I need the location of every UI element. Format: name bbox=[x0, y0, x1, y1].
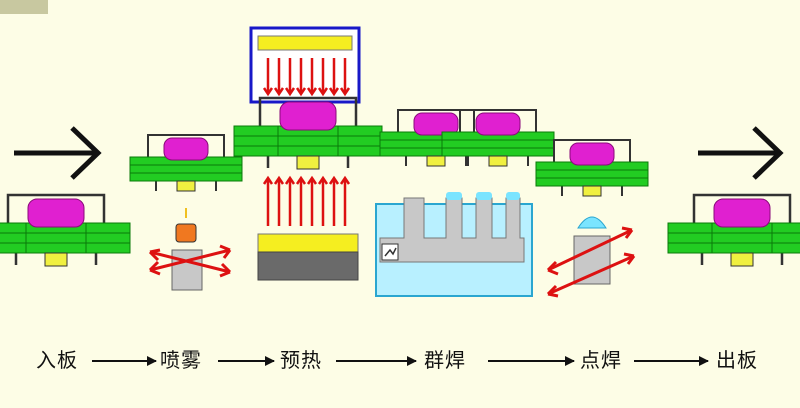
preheat-bottom-heater bbox=[257, 233, 359, 281]
heat-up-arrow-head bbox=[284, 175, 296, 185]
step-label-preheat: 预热 bbox=[280, 348, 322, 372]
corner-tab bbox=[0, 0, 48, 14]
heat-up-arrow-head bbox=[262, 175, 274, 185]
heat-down-arrow-head bbox=[273, 87, 285, 97]
spot-solder-head bbox=[546, 216, 636, 298]
heat-up-arrow-head bbox=[317, 175, 329, 185]
preheat-heat-up bbox=[262, 175, 351, 226]
step-label-unloading: 出板 bbox=[716, 348, 758, 372]
loading-arrow bbox=[14, 126, 102, 180]
step-label-spot-solder: 点焊 bbox=[580, 348, 622, 372]
heat-down-arrow-head bbox=[262, 87, 274, 97]
heat-up-arrow-head bbox=[295, 175, 307, 185]
unloading-arrow bbox=[698, 126, 784, 180]
preheat-heat-down bbox=[262, 58, 351, 97]
spray-nozzle bbox=[148, 208, 232, 291]
heat-down-arrow-head bbox=[295, 87, 307, 97]
heat-up-arrow-head bbox=[339, 175, 351, 185]
step-label-spray: 喷雾 bbox=[160, 348, 202, 372]
heat-down-arrow-head bbox=[328, 87, 340, 97]
loading-board bbox=[0, 193, 132, 268]
spray-board bbox=[129, 134, 243, 192]
heat-up-arrow-head bbox=[273, 175, 285, 185]
heat-down-arrow-head bbox=[317, 87, 329, 97]
heat-down-arrow-head bbox=[306, 87, 318, 97]
solder-bath bbox=[375, 192, 533, 297]
wave-board-right bbox=[441, 109, 555, 167]
heat-up-arrow-head bbox=[328, 175, 340, 185]
heat-up-arrow-head bbox=[306, 175, 318, 185]
step-label-wave-solder: 群焊 bbox=[424, 348, 466, 372]
step-label-loading: 入板 bbox=[36, 348, 78, 372]
unloading-board bbox=[666, 193, 800, 268]
heat-down-arrow-head bbox=[284, 87, 296, 97]
heat-down-arrow-head bbox=[339, 87, 351, 97]
preheat-board bbox=[232, 96, 384, 171]
